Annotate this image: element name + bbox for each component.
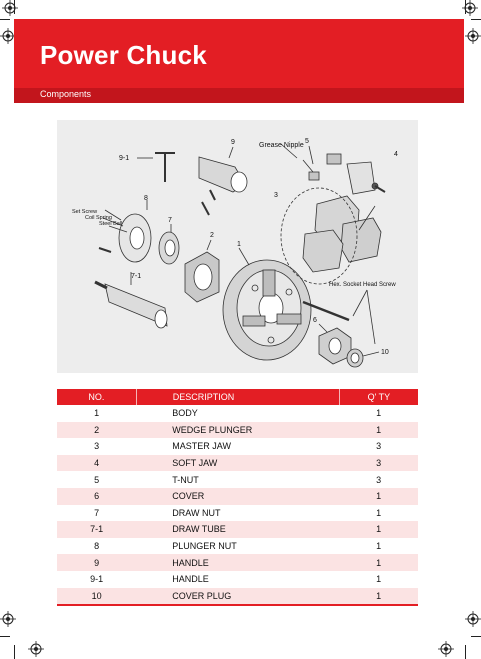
trim-mark [471, 19, 481, 20]
callout-hex-socket-head-screw: Hex. Socket Head Screw [329, 282, 396, 288]
table-row: 6 COVER 1 [57, 487, 418, 505]
cell-no: 3 [94, 441, 100, 452]
callout-9: 9 [231, 139, 235, 146]
table-row: 10 COVER PLUG 1 [57, 587, 418, 607]
table-row: 2 WEDGE PLUNGER 1 [57, 421, 418, 439]
registration-mark-icon [0, 28, 16, 44]
table-row: 4 SOFT JAW 3 [57, 454, 418, 472]
trim-mark [14, 645, 15, 659]
header-banner [14, 19, 464, 103]
table-row: 7-1 DRAW TUBE 1 [57, 521, 418, 538]
trim-mark [465, 0, 466, 14]
table-header-row: NO. DESCRIPTION Q' TY [57, 389, 418, 405]
registration-mark-icon [465, 28, 481, 44]
cell-qty: 1 [376, 541, 382, 552]
table-row: 7 DRAW NUT 1 [57, 505, 418, 522]
header-subtitle-band [14, 88, 464, 103]
registration-mark-icon [0, 611, 16, 627]
table-row: 5 T-NUT 3 [57, 471, 418, 488]
trim-mark [0, 19, 10, 20]
callout-10: 10 [381, 349, 389, 356]
cell-description: BODY [172, 408, 198, 419]
cell-no: 5 [94, 474, 100, 485]
cell-qty: 3 [376, 474, 382, 485]
cell-description: T-NUT [172, 474, 199, 485]
components-table: NO. DESCRIPTION Q' TY 1 BODY 1 2 WEDGE P… [57, 389, 418, 607]
cell-no: 6 [57, 487, 137, 505]
table-row: 8 PLUNGER NUT 1 [57, 538, 418, 555]
callout-7: 7 [168, 217, 172, 224]
header-description: DESCRIPTION [136, 389, 340, 405]
cell-description: MASTER JAW [172, 441, 231, 452]
cell-qty: 1 [339, 521, 418, 538]
cell-no: 4 [57, 454, 137, 472]
table-row: 3 MASTER JAW 3 [57, 438, 418, 455]
registration-mark-icon [465, 611, 481, 627]
cell-qty: 1 [376, 574, 382, 585]
cell-qty: 3 [376, 441, 382, 452]
cell-qty: 1 [339, 587, 418, 607]
cell-qty: 1 [376, 408, 382, 419]
cell-no: 9-1 [90, 574, 104, 585]
table-row: 1 BODY 1 [57, 405, 418, 422]
trim-mark [14, 0, 15, 14]
cell-description: DRAW TUBE [136, 521, 340, 538]
callout-6: 6 [313, 317, 317, 324]
callout-5: 5 [305, 138, 309, 145]
exploded-view-illustration: 9-1 9 Grease Nipple 5 4 3 8 Set Screw Co… [72, 138, 398, 368]
callout-1: 1 [237, 241, 241, 248]
callout-4: 4 [394, 151, 398, 158]
cell-qty: 1 [376, 507, 382, 518]
cell-no: 2 [57, 421, 137, 439]
table-row: 9-1 HANDLE 1 [57, 571, 418, 588]
cell-no: 7 [94, 507, 100, 518]
cell-qty: 3 [339, 454, 418, 472]
exploded-view-diagram: 9-1 9 Grease Nipple 5 4 3 8 Set Screw Co… [57, 120, 418, 373]
cell-no: 7-1 [57, 521, 137, 538]
cell-description: WEDGE PLUNGER [136, 421, 340, 439]
callout-8: 8 [144, 195, 148, 202]
trim-mark [471, 636, 481, 637]
cell-description: SOFT JAW [136, 454, 340, 472]
callout-steel-ball: Steel Ball [99, 221, 122, 227]
cell-no: 10 [57, 587, 137, 607]
cell-no: 8 [94, 541, 100, 552]
header-qty: Q' TY [339, 389, 418, 405]
callout-3: 3 [274, 192, 278, 199]
cell-description: HANDLE [136, 554, 340, 571]
cell-qty: 1 [339, 554, 418, 571]
cell-description: DRAW NUT [172, 507, 221, 518]
cell-qty: 1 [339, 421, 418, 439]
trim-mark [0, 636, 10, 637]
callout-grease-nipple: Grease Nipple [259, 142, 304, 149]
callout-set-screw: Set Screw [72, 209, 97, 215]
cell-qty: 1 [339, 487, 418, 505]
cell-no: 1 [94, 408, 100, 419]
header-no: NO. [57, 389, 137, 405]
cell-description: COVER [136, 487, 340, 505]
callout-2: 2 [210, 232, 214, 239]
callout-9-1: 9-1 [119, 155, 129, 162]
page-title: Power Chuck [40, 40, 207, 70]
registration-mark-icon [2, 0, 18, 16]
callout-coil-spring: Coil Spring [85, 215, 112, 221]
cell-description: COVER PLUG [136, 587, 340, 607]
cell-description: PLUNGER NUT [172, 541, 237, 552]
registration-mark-icon [438, 641, 454, 657]
callout-7-1: 7-1 [131, 273, 141, 280]
cell-description: HANDLE [172, 574, 209, 585]
table-row: 9 HANDLE 1 [57, 554, 418, 571]
page-subtitle: Components [40, 89, 92, 99]
registration-mark-icon [28, 641, 44, 657]
trim-mark [465, 645, 466, 659]
cell-no: 9 [57, 554, 137, 571]
